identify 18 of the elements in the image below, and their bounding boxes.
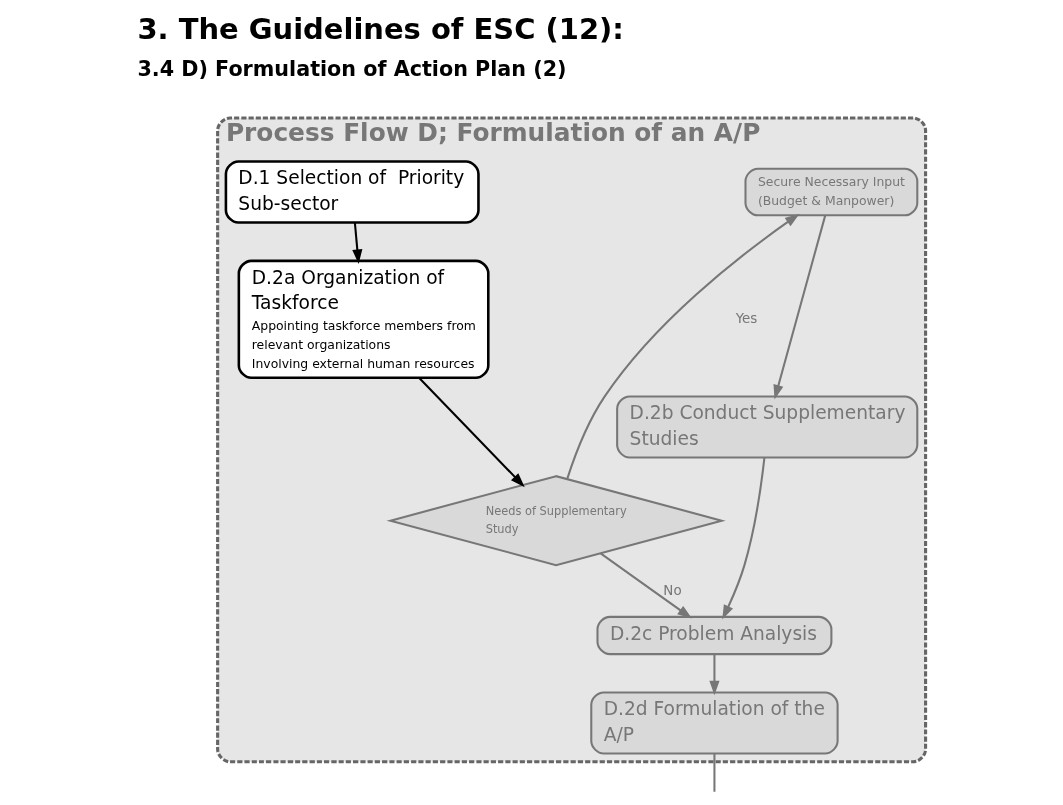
node-box: Secure Necessary Input (Budget & Manpower)	[744, 167, 919, 217]
arrow	[709, 654, 720, 696]
arrow	[418, 377, 525, 488]
diagram-title: 3. The Guidelines of ESC (12):	[137, 11, 624, 46]
node-box: D.2a Organization of Taskforce Appointing taskforce members from relevant organizations Involving external human resources	[237, 259, 490, 380]
node-box: D.1 Selection of Priority Sub-sector	[224, 160, 480, 224]
label: 3.4 D) Formulation of Action Plan (2)	[137, 56, 567, 81]
arrow	[773, 215, 827, 400]
arrow	[352, 222, 363, 264]
arrow	[566, 213, 800, 480]
arrow	[600, 552, 692, 619]
arrow	[722, 457, 766, 620]
connector	[713, 753, 716, 792]
edge-label: No	[663, 582, 682, 598]
node-box: D.2c Problem Analysis	[596, 615, 833, 656]
edge-label: Yes	[735, 310, 758, 326]
node-box: D.2b Conduct Supplementary Studies	[616, 395, 919, 459]
node-box: D.2d Formulation of the A/P	[590, 691, 839, 755]
